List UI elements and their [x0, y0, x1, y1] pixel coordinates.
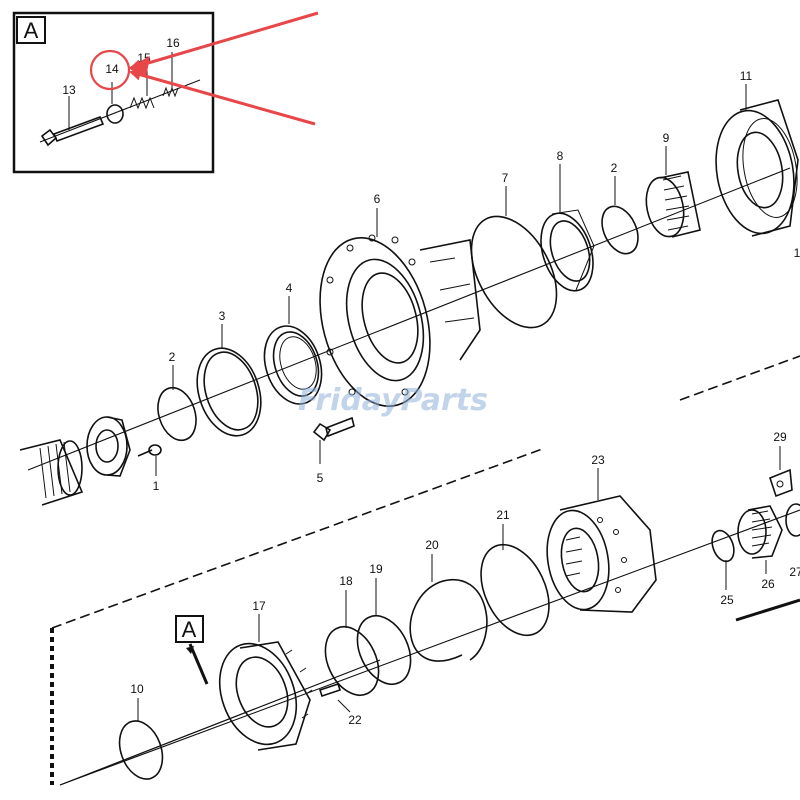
label-2a: 2 [169, 350, 176, 364]
label-22: 22 [348, 713, 362, 727]
part-1-screw [137, 444, 162, 476]
callout-a: A [175, 615, 209, 685]
label-13: 13 [62, 83, 76, 97]
label-26: 26 [761, 577, 775, 591]
part-5-stud-bolt [312, 416, 355, 464]
part-16-spring [162, 86, 179, 98]
part-2-o-ring [157, 386, 197, 442]
label-19: 19 [369, 562, 383, 576]
label-18: 18 [339, 574, 353, 588]
part-19-ring [356, 615, 412, 685]
highlight-arrows [128, 11, 319, 126]
watermark: FridayParts [298, 383, 488, 418]
inset-label-a: A [24, 18, 39, 43]
label-11: 11 [740, 69, 753, 83]
label-10: 10 [130, 682, 144, 696]
label-11b: 1 [794, 246, 800, 260]
part-13-bolt [40, 115, 105, 147]
label-14: 14 [105, 62, 119, 76]
part-23-planet-carrier [546, 495, 657, 613]
part-9-gear-ring [645, 171, 701, 238]
part-14-washer [106, 104, 124, 124]
part-4-seal [263, 325, 323, 405]
label-4: 4 [286, 281, 293, 295]
label-17: 17 [252, 599, 266, 613]
section-divider [50, 355, 800, 786]
part-15-spring [129, 96, 155, 110]
part-18-ring [324, 626, 380, 696]
callout-label-a: A [182, 617, 197, 642]
label-9: 9 [663, 131, 670, 145]
part-29-thrust-washer [769, 468, 793, 498]
part-10-o-ring [118, 720, 164, 780]
label-21: 21 [496, 508, 510, 522]
label-3: 3 [219, 309, 226, 323]
lower-centerline [59, 509, 800, 786]
label-6: 6 [374, 192, 381, 206]
part-lock-nut [86, 416, 131, 477]
label-5: 5 [317, 471, 324, 485]
part-25-ring [711, 529, 735, 563]
part-7-gasket [470, 215, 558, 329]
part-20-snap-ring [409, 579, 488, 662]
part-27-ring [785, 503, 800, 537]
label-8: 8 [557, 149, 564, 163]
part-6-hub [319, 234, 481, 407]
part-26-gear [737, 505, 783, 559]
label-23: 23 [591, 453, 605, 467]
part-3-ring [196, 347, 262, 437]
label-7: 7 [502, 171, 509, 185]
label-29: 29 [773, 430, 787, 444]
label-27: 27 [789, 565, 800, 579]
part-8-seal [540, 209, 595, 292]
detail-inset-a: A 13 14 15 16 [12, 11, 215, 174]
part-22-pin [318, 682, 351, 713]
part-17-lock-nut [218, 641, 313, 751]
part-21-ring [480, 543, 550, 637]
label-2b: 2 [611, 161, 618, 175]
label-16: 16 [166, 36, 180, 50]
part-shaft [19, 439, 84, 506]
part-11-brake-disc [715, 99, 799, 237]
label-1: 1 [153, 479, 160, 493]
label-20: 20 [425, 538, 439, 552]
upper-centerline [27, 167, 791, 471]
part-2-o-ring-2 [601, 205, 639, 255]
label-25: 25 [720, 593, 734, 607]
